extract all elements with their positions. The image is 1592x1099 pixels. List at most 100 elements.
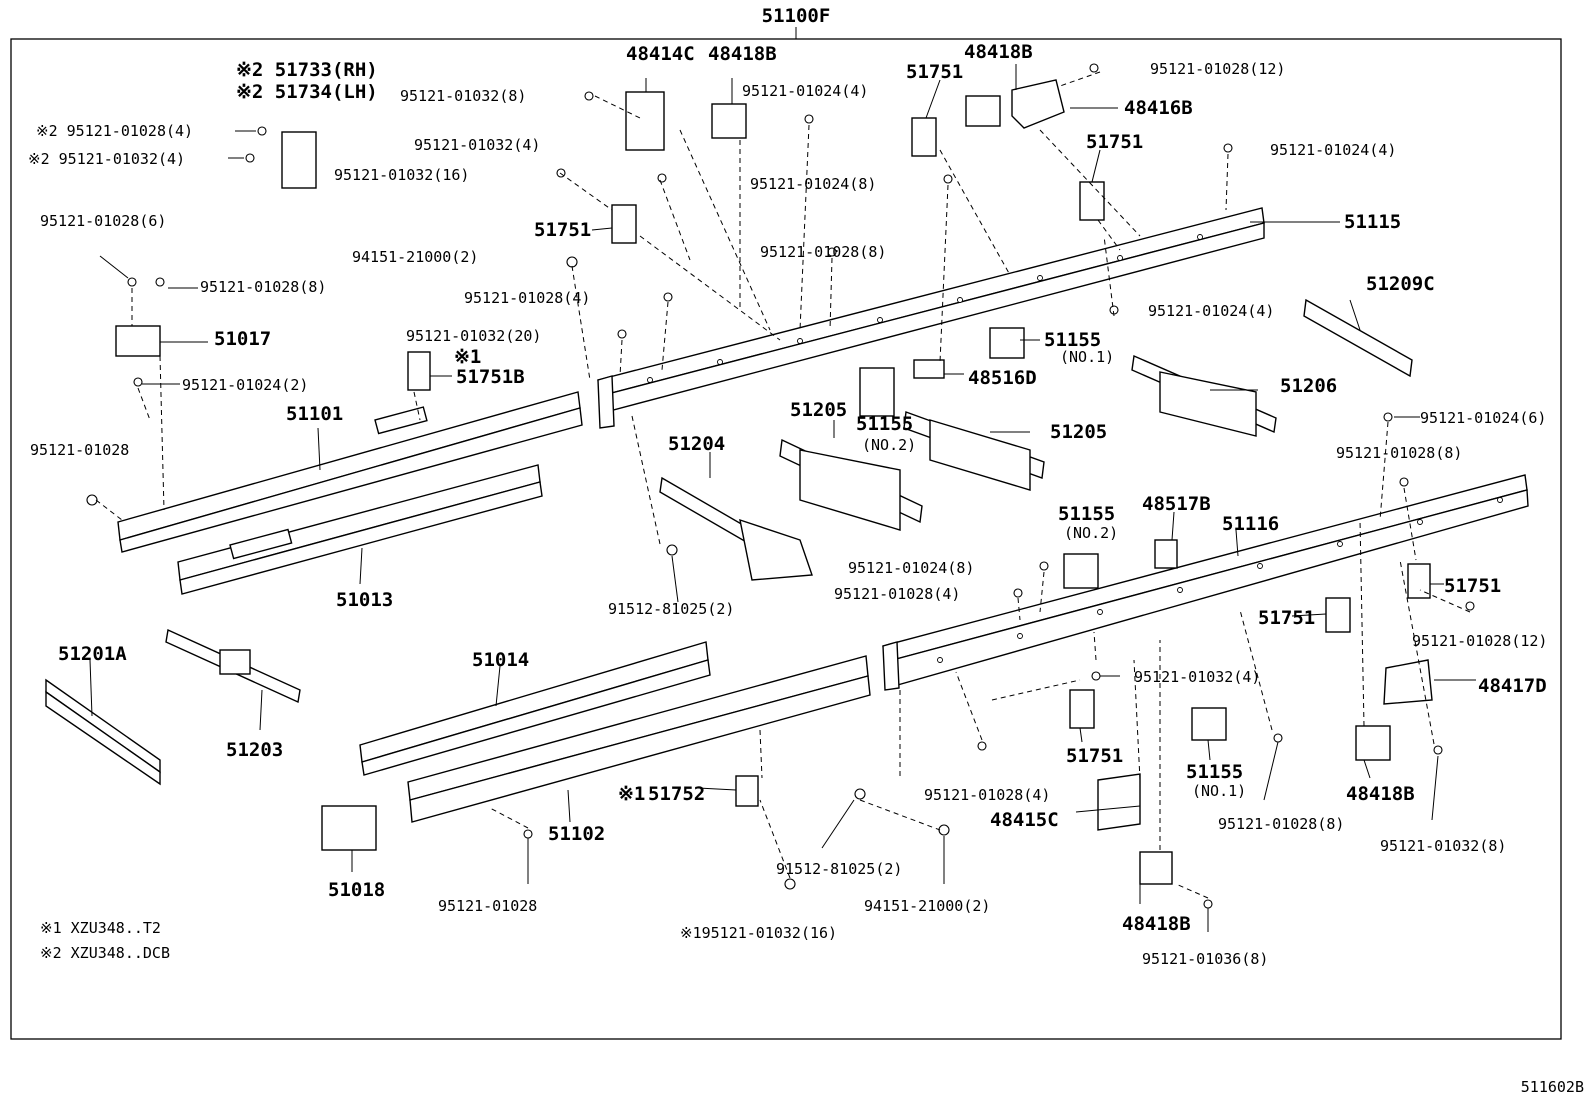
label-51155-a: 51155 (1044, 329, 1101, 351)
label-51155-no1-a: (NO.1) (1060, 348, 1114, 366)
label-95121-01028-8b: 95121-01028(8) (200, 278, 326, 296)
label-95121-01024-8a: 95121-01024(8) (750, 175, 876, 193)
label-95121-01024-4b: 95121-01024(4) (1270, 141, 1396, 159)
label-51203: 51203 (226, 739, 283, 761)
label-51751-a: 51751 (906, 61, 963, 83)
part-51102-rail (407, 655, 871, 823)
label-48415C: 48415C (990, 809, 1059, 831)
label-51018: 51018 (328, 879, 385, 901)
label-95121-01028-4d: 95121-01028(4) (924, 786, 1050, 804)
part-51013-rail (177, 464, 543, 595)
label-95121-01028-x: 95121-01028 (438, 897, 537, 915)
note-2: ※2 XZU348..DCB (40, 944, 170, 962)
label-95121-01028-4a: ※2 95121-01028(4) (36, 122, 193, 140)
label-51751B: 51751B (456, 366, 525, 388)
label-95121-01024-8b: 95121-01024(8) (848, 559, 974, 577)
label-51155-no1-b: (NO.1) (1192, 782, 1246, 800)
label-95121-01032-8: 95121-01032(8) (400, 87, 526, 105)
label-95121-01028-12a: 95121-01028(12) (1150, 60, 1285, 78)
label-51115: 51115 (1344, 211, 1401, 233)
part-51205-a (779, 438, 923, 531)
label-48418B-b: 48418B (964, 41, 1033, 63)
label-note-1a: ※1 (454, 346, 481, 368)
label-51155-b: 51155 (856, 413, 913, 435)
label-94151-21000-2a: 94151-21000(2) (352, 248, 478, 266)
main-part-label: 51100F (762, 5, 831, 27)
part-51203 (165, 628, 301, 704)
part-51101-rail (117, 391, 583, 553)
label-51205-b: 51205 (1050, 421, 1107, 443)
label-48416B: 48416B (1124, 97, 1193, 119)
label-95121-01024-4a: 95121-01024(4) (742, 82, 868, 100)
label-51102: 51102 (548, 823, 605, 845)
label-48516D: 48516D (968, 367, 1037, 389)
label-95121-01028-6: 95121-01028(6) (40, 212, 166, 230)
label-51204: 51204 (668, 433, 725, 455)
part-51204 (659, 476, 813, 581)
label-95121-01028-8c: 95121-01028(8) (1336, 444, 1462, 462)
label-95121-01028-4c: 95121-01028(4) (834, 585, 960, 603)
label-51751-b: 51751 (1086, 131, 1143, 153)
label-95121-01028-8d: 95121-01028(8) (1218, 815, 1344, 833)
label-95121-01032-4a: ※2 95121-01032(4) (28, 150, 185, 168)
part-51205-b (903, 411, 1045, 491)
label-95121-01028-8a: 95121-01028(8) (760, 243, 886, 261)
label-95121-01028-12b: 95121-01028(12) (1412, 632, 1547, 650)
part-51115-rail (597, 207, 1265, 429)
label-48414C: 48414C (626, 43, 695, 65)
label-95121-01032-20: 95121-01032(20) (406, 327, 541, 345)
footnotes: ※1 XZU348..T2 ※2 XZU348..DCB (40, 919, 170, 962)
label-91512-81025-2b: 91512-81025(2) (776, 860, 902, 878)
label-51101: 51101 (286, 403, 343, 425)
fasteners (86, 63, 1475, 909)
leader-lines (89, 64, 1476, 932)
dashed-lines (95, 71, 1471, 899)
label-95121-01032-16: 95121-01032(16) (334, 166, 469, 184)
label-95121-01024-4c: 95121-01024(4) (1148, 302, 1274, 320)
part-51201A (45, 678, 161, 786)
label-95121-01036-8: 95121-01036(8) (1142, 950, 1268, 968)
part-51116-rail (882, 474, 1529, 691)
label-51751-f: 51751 (1066, 745, 1123, 767)
label-95121-01028: 95121-01028 (30, 441, 129, 459)
label-51013: 51013 (336, 589, 393, 611)
label-94151-21000-2b: 94151-21000(2) (864, 897, 990, 915)
label-48418B-d: 48418B (1122, 913, 1191, 935)
label-51206: 51206 (1280, 375, 1337, 397)
label-51752: 51752 (648, 783, 705, 805)
label-95121-01032-8b: 95121-01032(8) (1380, 837, 1506, 855)
label-95121-01032-16b: ※195121-01032(16) (680, 924, 837, 942)
brackets (115, 79, 1433, 885)
label-51155-no2-a: (NO.2) (862, 436, 916, 454)
label-51116: 51116 (1222, 513, 1279, 535)
label-95121-01032-4c: 95121-01032(4) (1134, 668, 1260, 686)
part-51014-rail (359, 641, 711, 776)
label-51205-a: 51205 (790, 399, 847, 421)
label-91512-81025-2a: 91512-81025(2) (608, 600, 734, 618)
label-51734: ※2 51734(LH) (236, 81, 378, 103)
label-51751-e: 51751 (1258, 607, 1315, 629)
diagram-frame (10, 38, 1562, 1040)
image-code: 511602B (1521, 1078, 1584, 1096)
label-51733: ※2 51733(RH) (236, 59, 378, 81)
label-95121-01028-4b: 95121-01028(4) (464, 289, 590, 307)
label-51155-d: 51155 (1186, 761, 1243, 783)
label-51155-c: 51155 (1058, 503, 1115, 525)
label-95121-01024-2: 95121-01024(2) (182, 376, 308, 394)
label-51017: 51017 (214, 328, 271, 350)
note-1: ※1 XZU348..T2 (40, 919, 161, 937)
label-95121-01032-4b: 95121-01032(4) (414, 136, 540, 154)
part-labels: 51100F ※2 51733(RH) ※2 51734(LH) ※2 9512… (28, 5, 1547, 968)
label-51751-c: 51751 (534, 219, 591, 241)
label-95121-01024-6: 95121-01024(6) (1420, 409, 1546, 427)
label-51014: 51014 (472, 649, 529, 671)
label-51201A: 51201A (58, 643, 127, 665)
part-51209C (1303, 298, 1413, 378)
label-note-1b: ※1 (618, 783, 645, 805)
label-48418B-c: 48418B (1346, 783, 1415, 805)
part-51206 (1131, 354, 1277, 437)
label-48418B-a: 48418B (708, 43, 777, 65)
label-51155-no2-b: (NO.2) (1064, 524, 1118, 542)
label-48517B: 48517B (1142, 493, 1211, 515)
